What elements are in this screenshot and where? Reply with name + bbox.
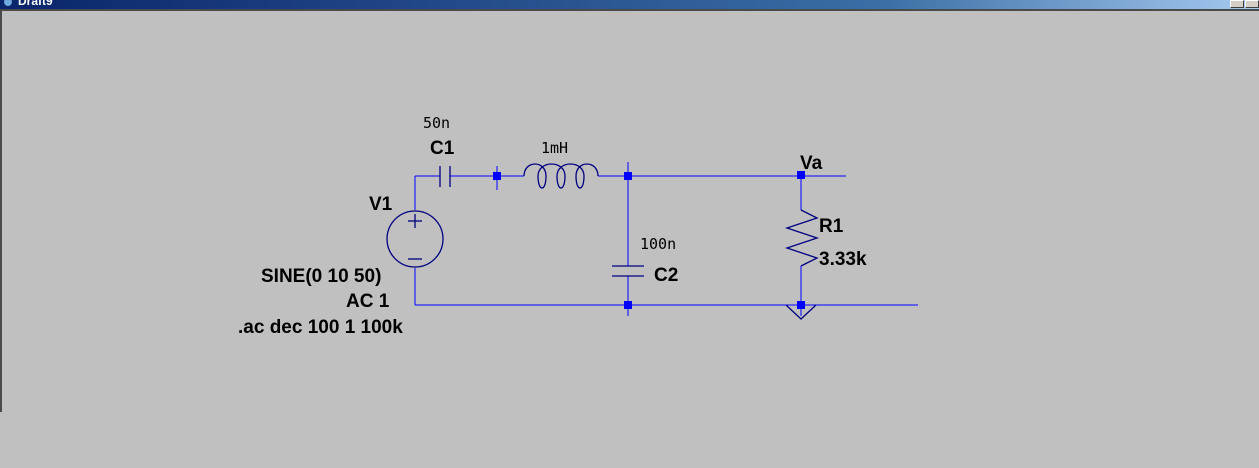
c2-ref[interactable]: C2 [654,265,678,286]
c1-ref[interactable]: C1 [430,138,455,159]
r1-value[interactable]: 3.33k [819,249,867,270]
capacitor-c2[interactable] [612,265,644,277]
capacitor-c1[interactable] [439,166,451,187]
junction-dot [624,301,632,309]
wires[interactable] [414,175,918,306]
spice-directive[interactable]: .ac dec 100 1 100k [238,317,403,338]
title-bar[interactable]: Draft9 [0,0,1259,9]
voltage-source-v1[interactable] [386,210,444,268]
net-label-va[interactable]: Va [800,153,823,174]
minimize-button[interactable] [1230,0,1244,8]
junction-dot [624,172,632,180]
junctions [493,171,805,309]
ground-icon[interactable] [785,304,817,320]
r1-ref[interactable]: R1 [819,216,844,237]
resistor-r1[interactable] [784,209,820,267]
app-icon [4,0,12,6]
junction-dot [797,301,805,309]
v1-source-spec[interactable]: SINE(0 10 50) [261,266,381,287]
v1-ac-spec[interactable]: AC 1 [346,291,390,312]
junction-dot [493,172,501,180]
bottom-area [0,412,1259,468]
c1-value[interactable]: 50n [423,114,450,132]
v1-ref[interactable]: V1 [369,194,393,215]
window-title: Draft9 [18,0,53,8]
inductor-l1[interactable] [523,163,599,189]
schematic-canvas[interactable] [0,9,1259,412]
c2-value[interactable]: 100n [640,235,676,253]
l1-value[interactable]: 1mH [541,139,568,157]
junction-dot [797,171,805,179]
